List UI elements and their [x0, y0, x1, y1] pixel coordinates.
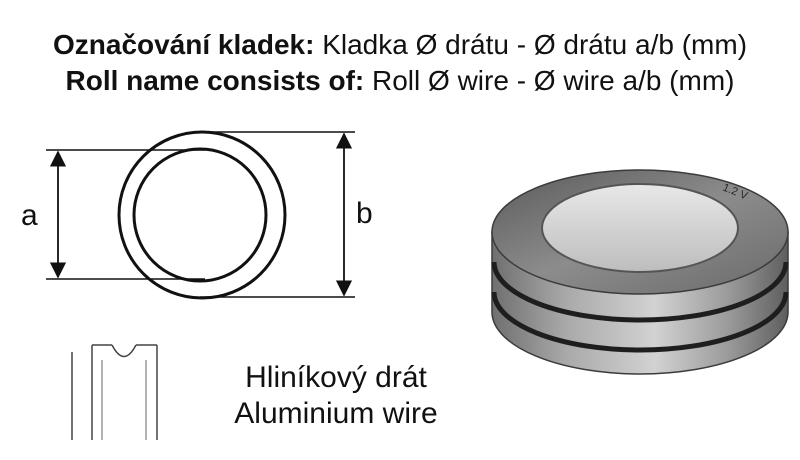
heading-english-rest: Roll Ø wire - Ø wire a/b (mm)	[364, 65, 735, 96]
heading-english: Roll name consists of: Roll Ø wire - Ø w…	[0, 64, 800, 98]
roll-inner-circle	[132, 147, 268, 283]
roll-photo-bore	[541, 183, 739, 273]
heading-english-bold: Roll name consists of:	[65, 65, 365, 96]
heading-czech: Označování kladek: Kladka Ø drátu - Ø dr…	[0, 28, 800, 62]
heading-czech-rest: Kladka Ø drátu - Ø drátu a/b (mm)	[314, 29, 748, 60]
dimension-diagram	[46, 130, 355, 300]
wire-type-czech: Hliníkový drát	[245, 361, 427, 394]
dimension-label-b: b	[356, 197, 373, 230]
heading-czech-bold: Označování kladek:	[52, 29, 315, 60]
dimension-label-a: a	[21, 199, 38, 232]
roll-photo-groove-upper	[491, 261, 789, 323]
groove-profile-icon	[71, 344, 158, 440]
roll-photo: 1.2 V	[491, 169, 789, 375]
wire-type-caption: Hliníkový drát Aluminium wire	[226, 360, 446, 432]
wire-type-english: Aluminium wire	[234, 397, 438, 430]
roll-photo-groove-lower	[491, 291, 789, 353]
roll-outer-circle	[117, 130, 287, 300]
